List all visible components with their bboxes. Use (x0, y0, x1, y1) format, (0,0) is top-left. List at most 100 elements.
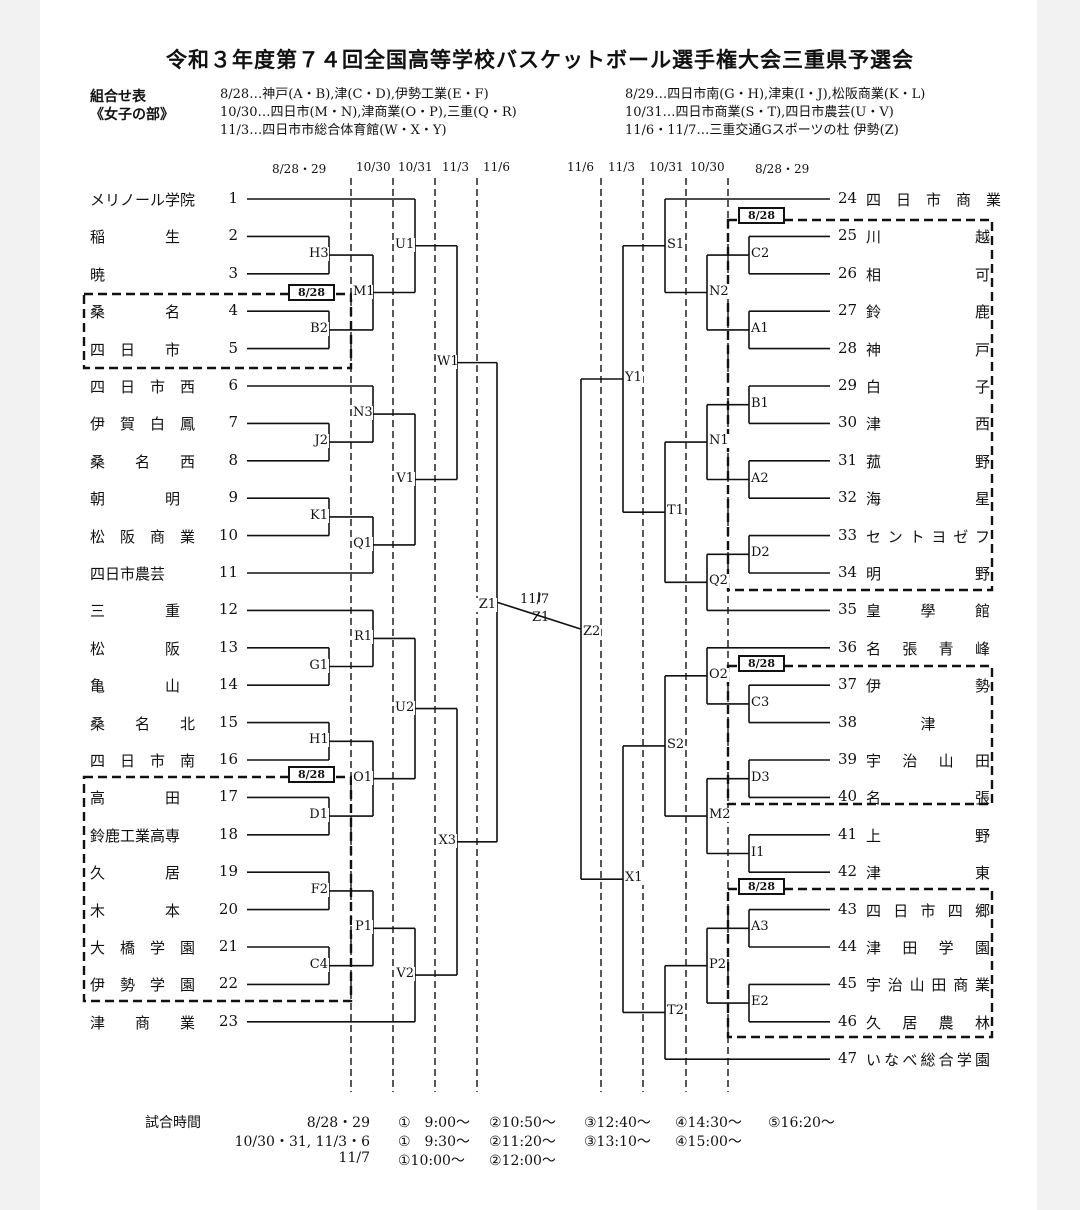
match-label-o2: O2 (708, 666, 729, 682)
team-name: 菰 野 (866, 452, 990, 471)
match-label-d2: D2 (750, 545, 771, 561)
team-number: 30 (838, 413, 858, 432)
match-label-u2: U2 (394, 699, 415, 715)
match-label-c3: C3 (750, 694, 771, 710)
match-label-m2: M2 (708, 807, 732, 823)
round-date-label: 10/31 (398, 160, 433, 174)
match-label-d1: D1 (308, 807, 329, 823)
team-number: 34 (838, 563, 858, 581)
team-name: 桑 名 (90, 303, 181, 322)
team-number: 33 (838, 525, 858, 544)
team-name: いなべ総合学園 (866, 1051, 990, 1070)
team-number: 47 (838, 1049, 858, 1068)
team-name: 鈴鹿工業高専 (90, 826, 181, 845)
team-number: 42 (838, 862, 858, 881)
team-number: 6 (228, 376, 238, 394)
team-name: 四日市四郷 (866, 901, 990, 920)
team-name: 名 張 (866, 789, 990, 808)
time-slot: ① 9:30～ (398, 1134, 470, 1150)
bracket-type-label: 組合せ表 (90, 89, 146, 105)
match-label-p2: P2 (708, 956, 728, 972)
team-number: 10 (218, 525, 238, 544)
team-number: 12 (218, 600, 238, 619)
team-name: 伊 賀 白 鳳 (90, 415, 196, 434)
match-label-q2: Q2 (708, 573, 729, 589)
match-label-w1: W1 (436, 353, 459, 369)
team-number: 20 (218, 899, 238, 918)
team-name: 相 可 (866, 265, 990, 284)
venue-schedule-right: 8/29…四日市南(G・H),津東(I・J),松阪商業(K・L) 10/31…四… (625, 86, 925, 140)
match-label-j2: J2 (308, 434, 329, 449)
round-date-label: 11/6 (483, 160, 510, 174)
time-slot: ②11:20～ (489, 1134, 556, 1150)
team-number: 7 (228, 413, 238, 432)
team-name: セントヨゼフ (866, 527, 990, 546)
team-number: 15 (218, 712, 238, 731)
schedule-line: 11/6・11/7…三重交通Gスポーツの杜 伊勢(Z) (625, 123, 899, 138)
team-number: 38 (838, 712, 858, 731)
team-name: 稲 生 (90, 228, 181, 247)
team-number: 23 (218, 1011, 238, 1030)
round-date-label: 11/3 (608, 160, 635, 174)
team-name: 明 野 (866, 565, 990, 583)
team-number: 13 (218, 637, 238, 656)
team-name: 名 張 青 峰 (866, 639, 990, 658)
match-label-m1: M1 (352, 283, 375, 299)
match-label-z1l: Z1 (476, 598, 497, 613)
team-name: 四 日 市 商 業 (866, 191, 1002, 209)
team-number: 25 (838, 226, 858, 245)
team-name: 伊 勢 学 園 (90, 976, 196, 995)
match-label-s1: S1 (666, 236, 686, 252)
date-tag: 8/28 (738, 878, 785, 895)
match-label-h1: H1 (308, 732, 329, 748)
team-number: 3 (228, 263, 238, 282)
team-number: 2 (228, 226, 238, 245)
team-number: 19 (218, 862, 238, 881)
team-name: 高 田 (90, 789, 181, 808)
match-label-k1: K1 (308, 508, 329, 523)
venue-schedule-left: 8/28…神戸(A・B),津(C・D),伊勢工業(E・F) 10/30…四日市(… (220, 86, 517, 140)
match-label-v2: V2 (394, 967, 415, 982)
team-number: 16 (218, 750, 238, 768)
match-times-days: 11/7 (338, 1150, 370, 1166)
team-number: 17 (218, 787, 238, 806)
match-label-p1: P1 (352, 920, 373, 935)
match-label-e2: E2 (750, 994, 770, 1010)
team-name: 桑 名 西 (90, 452, 196, 471)
schedule-line: 8/29…四日市南(G・H),津東(I・J),松阪商業(K・L) (625, 87, 926, 102)
team-name: 四 日 市 (90, 340, 181, 359)
team-name: 宇治山田商業 (866, 976, 990, 995)
round-date-label: 10/30 (356, 160, 391, 174)
match-label-n1: N1 (708, 433, 730, 449)
team-name: 川 越 (866, 228, 990, 247)
time-slot: ④14:30～ (675, 1115, 742, 1131)
match-label-d3: D3 (750, 769, 771, 785)
round-date-label: 8/28・29 (755, 162, 810, 176)
time-slot: ① 9:00～ (398, 1115, 470, 1131)
match-label-n3: N3 (352, 405, 373, 421)
time-slot: ③13:10～ (584, 1134, 651, 1150)
match-label-y1: Y1 (624, 369, 643, 385)
team-number: 22 (218, 974, 238, 993)
match-label-v1: V1 (394, 471, 415, 486)
team-number: 29 (838, 376, 858, 394)
team-name: 津 田 学 園 (866, 939, 990, 957)
team-name: 暁 (90, 265, 106, 284)
final-match-label: Z1 (532, 610, 550, 625)
team-number: 5 (228, 338, 238, 357)
final-date: 11/7 (520, 592, 550, 607)
team-name: 大 橋 学 園 (90, 939, 196, 957)
team-number: 44 (838, 937, 858, 955)
team-number: 32 (838, 488, 858, 507)
team-name: 津 (920, 714, 936, 733)
team-name: 木 本 (90, 901, 181, 920)
team-name: 松 阪 商 業 (90, 527, 196, 546)
match-label-b1: B1 (750, 395, 770, 411)
date-tag: 8/28 (738, 207, 785, 224)
team-name: 四日市農芸 (90, 565, 166, 583)
match-label-x3: X3 (436, 833, 457, 848)
team-name: 伊 勢 (866, 677, 990, 696)
team-number: 1 (228, 189, 238, 207)
team-name: 久 居 (90, 864, 181, 883)
match-label-b2: B2 (308, 321, 329, 336)
